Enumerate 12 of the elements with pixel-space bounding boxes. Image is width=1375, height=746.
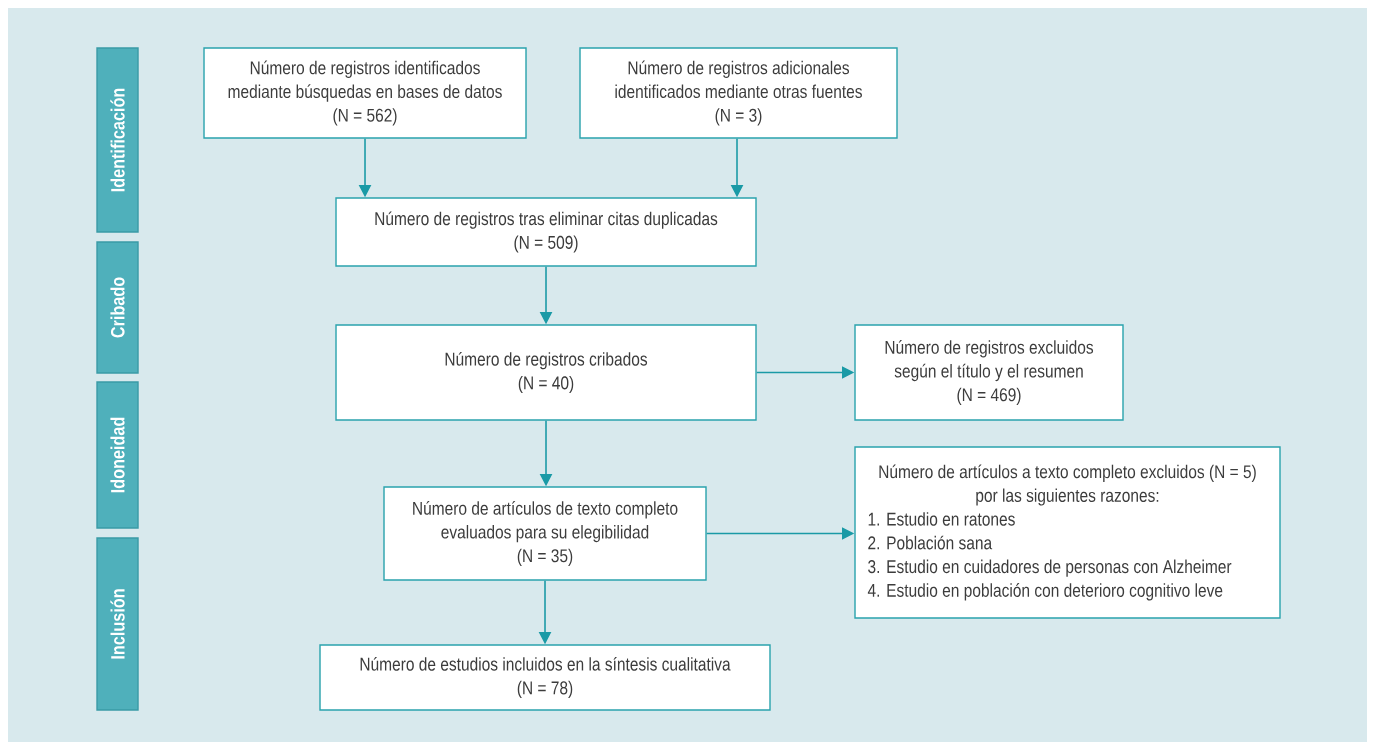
process-box: Número de registros identificados mediante búsquedas en bases de datos (N = 562): [203, 47, 527, 139]
stage-band: Idoneidad: [96, 381, 139, 529]
stage-band: Cribado: [96, 241, 139, 374]
process-box: Número de registros tras eliminar citas duplicadas (N = 509): [335, 197, 757, 267]
stage-band: Inclusión: [96, 537, 139, 711]
process-box: Número de artículos a texto completo excluidos (N = 5) por las siguientes razones: 1. Estudio en ratones 2. Población sana 3. Estudio en cuidadores de personas con Alzheimer 4. Estudio en población con deterioro cognitivo leve: [854, 446, 1281, 619]
process-box: Número de estudios incluidos en la síntesis cualitativa (N = 78): [319, 644, 771, 711]
process-box: Número de registros adicionales identificados mediante otras fuentes (N = 3): [579, 47, 898, 139]
process-box: Número de artículos de texto completo evaluados para su elegibilidad (N = 35): [383, 486, 707, 581]
stage-band: Identificación: [96, 47, 139, 233]
process-box: Número de registros cribados (N = 40): [335, 324, 757, 421]
process-box: Número de registros excluidos según el título y el resumen (N = 469): [854, 324, 1124, 421]
